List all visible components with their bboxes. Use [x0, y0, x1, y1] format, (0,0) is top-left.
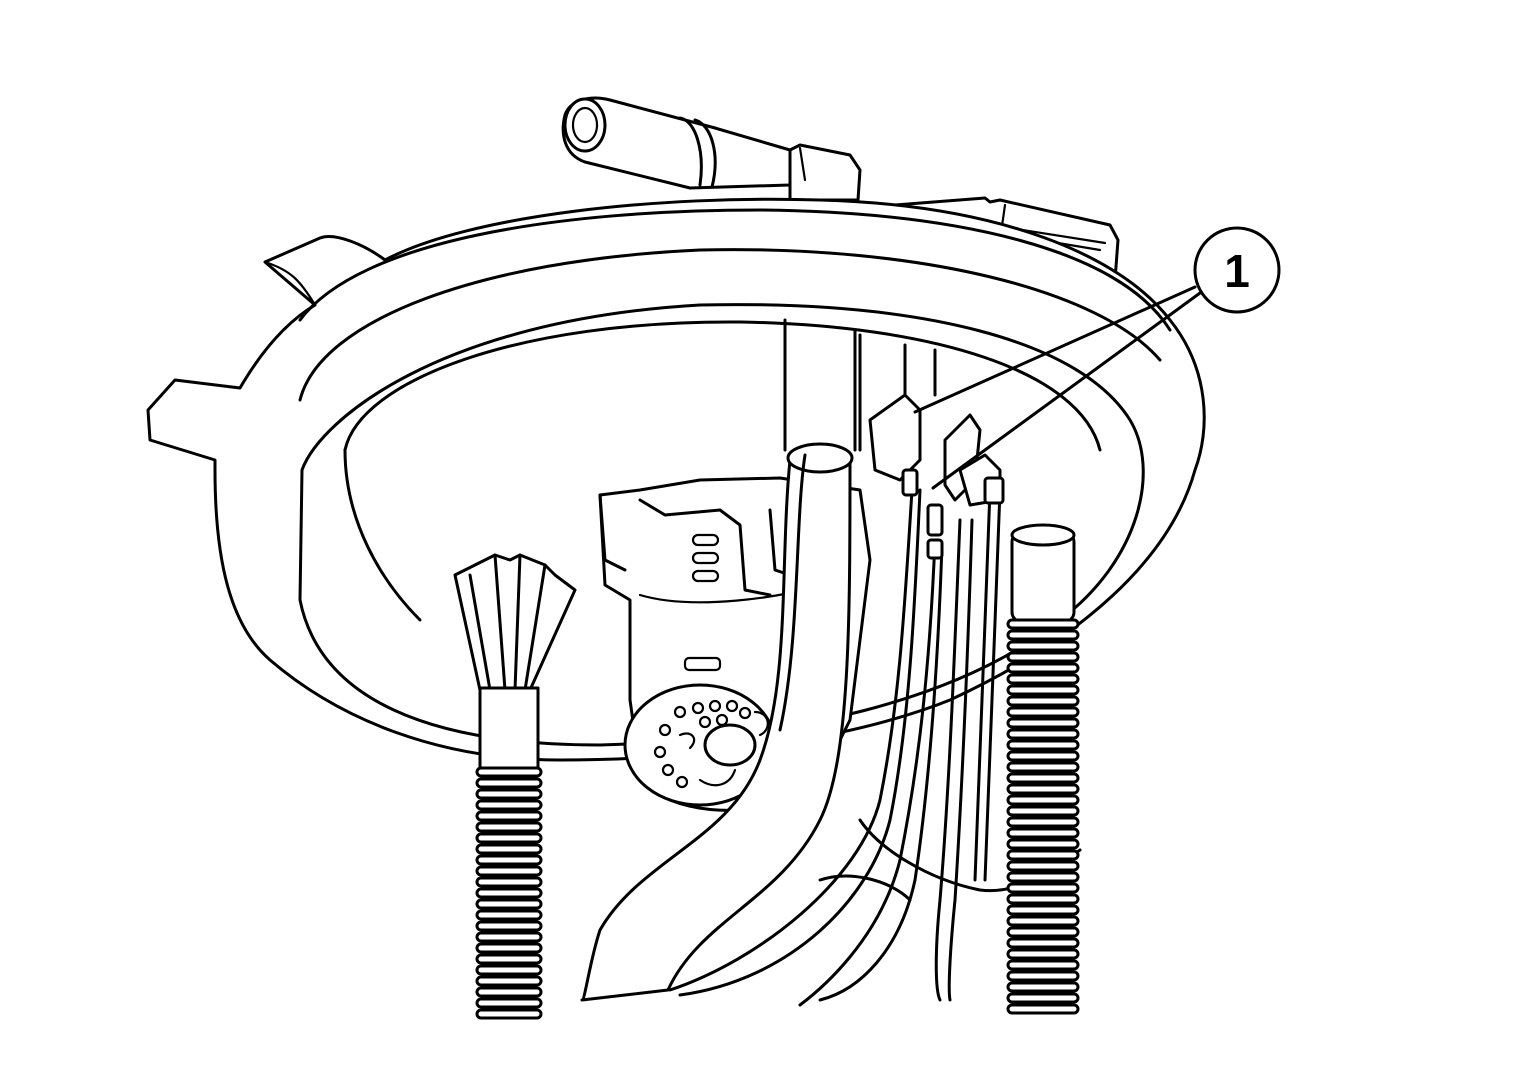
conduit-rib: [1006, 904, 1080, 916]
conduit-rib: [475, 1008, 543, 1020]
conduit-rib: [475, 953, 543, 965]
conduit-rib: [1006, 684, 1080, 696]
conduit-rib: [475, 854, 543, 866]
conduit-rib: [475, 909, 543, 921]
conduit-rib: [475, 898, 543, 910]
conduit-rib: [1006, 816, 1080, 828]
conduit-rib: [475, 799, 543, 811]
conduit-rib: [1006, 761, 1080, 773]
conduit-rib: [475, 876, 543, 888]
conduit-rib: [1006, 794, 1080, 806]
conduit-rib: [1006, 981, 1080, 993]
conduit-rib: [1006, 948, 1080, 960]
conduit-rib: [475, 975, 543, 987]
conduit-rib: [1006, 629, 1080, 641]
wire-terminals: [868, 393, 1005, 560]
conduit-rib: [1006, 959, 1080, 971]
conduit-rib: [475, 920, 543, 932]
conduit-rib: [475, 788, 543, 800]
conduit-ribs: [475, 766, 543, 1020]
conduit-rib: [475, 766, 543, 778]
vent-slots: [683, 533, 722, 672]
conduit-rib: [1006, 970, 1080, 982]
conduit-rib: [1006, 772, 1080, 784]
conduit-rib: [475, 810, 543, 822]
conduit-rib: [1006, 750, 1080, 762]
conduit-rib: [1006, 893, 1080, 905]
conduit-rib: [475, 931, 543, 943]
conduit-rib: [1006, 618, 1080, 630]
callout-1: 1: [913, 226, 1281, 490]
conduit-rib: [1006, 860, 1080, 872]
conduit-rib: [1006, 728, 1080, 740]
conduit-ribs: [1006, 618, 1080, 1015]
fuel-hose: [580, 442, 854, 1002]
callout-label: 1: [1224, 245, 1250, 297]
conduit-rib: [475, 777, 543, 789]
conduit-rib: [1006, 673, 1080, 685]
conduit-rib: [1006, 827, 1080, 839]
right-wire-conduit: [1006, 523, 1080, 1015]
conduit-rib: [1006, 717, 1080, 729]
conduit-rib: [475, 865, 543, 877]
conduit-rib: [1006, 992, 1080, 1004]
conduit-rib: [1006, 849, 1080, 861]
strainer-inlet: [623, 683, 777, 807]
conduit-rib: [1006, 926, 1080, 938]
conduit-rib: [475, 887, 543, 899]
conduit-rib: [1006, 706, 1080, 718]
conduit-rib: [475, 843, 543, 855]
conduit-rib: [1006, 838, 1080, 850]
conduit-rib: [1006, 739, 1080, 751]
conduit-rib: [475, 942, 543, 954]
conduit-rib: [1006, 805, 1080, 817]
support-rods: [783, 318, 937, 452]
fuel-outlet-nipple: [561, 96, 862, 202]
conduit-rib: [1006, 662, 1080, 674]
conduit-rib: [1006, 915, 1080, 927]
conduit-rib: [475, 997, 543, 1009]
conduit-rib: [1006, 783, 1080, 795]
conduit-rib: [475, 964, 543, 976]
conduit-rib: [475, 986, 543, 998]
conduit-rib: [1006, 1003, 1080, 1015]
conduit-rib: [475, 821, 543, 833]
conduit-rib: [1006, 651, 1080, 663]
conduit-rib: [1006, 882, 1080, 894]
conduit-rib: [475, 832, 543, 844]
conduit-rib: [1006, 937, 1080, 949]
conduit-rib: [1006, 640, 1080, 652]
conduit-rib: [1006, 695, 1080, 707]
left-wire-conduit: [453, 553, 577, 1020]
conduit-rib: [1006, 871, 1080, 883]
